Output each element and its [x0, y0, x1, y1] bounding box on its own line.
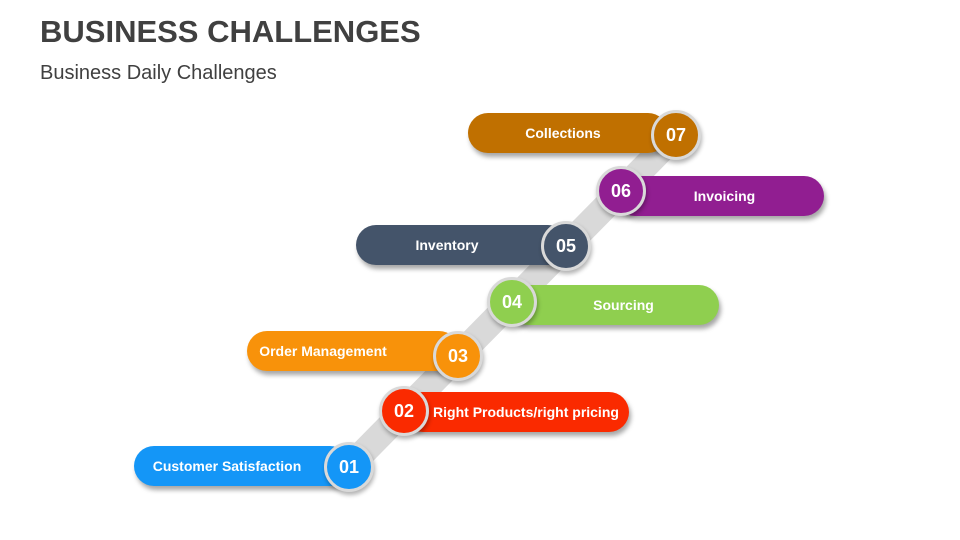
step-label: Order Management	[259, 343, 387, 359]
page-title: BUSINESS CHALLENGES	[40, 14, 421, 49]
step-number-05: 05	[541, 221, 591, 271]
step-label: Customer Satisfaction	[152, 458, 302, 474]
step-bar-order-management: Order Management	[247, 331, 459, 371]
step-label: Inventory	[415, 237, 479, 253]
step-number-01: 01	[324, 442, 374, 492]
step-number-07: 07	[651, 110, 701, 160]
step-label: Invoicing	[693, 188, 756, 204]
step-number-04: 04	[487, 277, 537, 327]
step-label: Collections	[525, 125, 601, 141]
step-label: Sourcing	[593, 297, 654, 313]
step-bar-sourcing: Sourcing	[508, 285, 719, 325]
step-bar-inventory: Inventory	[356, 225, 568, 265]
step-bar-customer-satisfaction: Customer Satisfaction	[134, 446, 350, 486]
step-number-03: 03	[433, 331, 483, 381]
page-subtitle: Business Daily Challenges	[40, 62, 277, 84]
step-label: Right Products/right pricing	[433, 404, 619, 420]
step-number-06: 06	[596, 166, 646, 216]
step-bar-collections: Collections	[468, 113, 668, 153]
step-number-02: 02	[379, 386, 429, 436]
step-bar-right-products: Right Products/right pricing	[403, 392, 629, 432]
step-bar-invoicing: Invoicing	[615, 176, 824, 216]
